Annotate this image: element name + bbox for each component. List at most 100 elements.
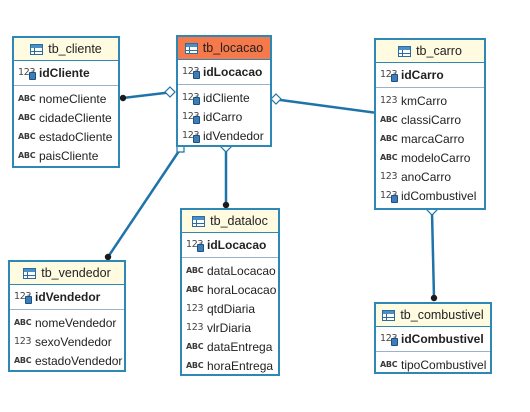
entity-header: tb_locacao (178, 37, 270, 60)
pk-column[interactable]: 123 idLocacao (182, 235, 278, 254)
text-column-icon: ABC (186, 285, 204, 294)
column-name: idCombustivel (401, 331, 484, 346)
column-name: dataLocacao (207, 263, 276, 278)
column-name: modeloCarro (401, 150, 471, 165)
key-icon: 123 (380, 333, 398, 346)
column-name: kmCarro (401, 93, 448, 108)
numeric-column-icon: 123 (186, 322, 204, 333)
entity-title: tb_vendedor (41, 266, 111, 280)
key-icon: 123 (14, 291, 32, 304)
entity-header: tb_vendedor (10, 262, 124, 285)
text-column-icon: ABC (14, 356, 32, 365)
pk-column[interactable]: 123 idCliente (14, 63, 118, 82)
key-icon: 123 (182, 92, 200, 105)
key-icon: 123 (182, 130, 200, 143)
pk-column[interactable]: 123 idVendedor (10, 287, 124, 306)
numeric-column-icon: 123 (380, 95, 398, 106)
fk-carro-combustivel[interactable] (430, 211, 436, 299)
key-icon: 123 (380, 190, 398, 203)
column-name: idCarro (203, 109, 243, 124)
entity-title: tb_dataloc (210, 214, 268, 228)
primary-key-section: 123 idCombustivel (376, 327, 490, 352)
pk-column[interactable]: 123 idCarro (376, 65, 484, 84)
column-name: horaEntrega (207, 358, 274, 373)
entity-header: tb_dataloc (182, 210, 278, 233)
column-name: estadoCliente (39, 129, 113, 144)
text-column-icon: ABC (18, 94, 36, 103)
connector-end-dot (119, 94, 127, 102)
text-column-icon: ABC (186, 342, 204, 351)
column-name: idLocacao (207, 237, 267, 252)
primary-key-section: 123 idCarro (376, 63, 484, 88)
column-name: idCombustivel (401, 188, 477, 203)
entity-title: tb_cliente (48, 42, 102, 56)
column-name: cidadeCliente (39, 110, 112, 125)
text-column-icon: ABC (18, 132, 36, 141)
numeric-column-icon: 123 (14, 336, 32, 347)
connector-end-diamond (270, 93, 282, 105)
key-icon: 123 (380, 69, 398, 82)
column-name: qtdDiaria (207, 301, 256, 316)
primary-key-section: 123 idLocacao (182, 233, 278, 258)
column-name: horaLocacao (207, 282, 277, 297)
fk-locacao-cliente[interactable] (122, 90, 174, 100)
text-column-icon: ABC (18, 113, 36, 122)
key-icon: 123 (182, 66, 200, 79)
column-name: idCarro (401, 67, 444, 82)
fk-locacao-carro[interactable] (272, 97, 393, 117)
text-column-icon: ABC (186, 361, 204, 370)
connector-end-dot (222, 201, 230, 209)
pk-column[interactable]: 123 idLocacao (178, 62, 270, 81)
column-name: vlrDiaria (207, 320, 252, 335)
connector-end-diamond (164, 86, 176, 98)
fk-locacao-vendedor[interactable] (106, 147, 183, 258)
text-column-icon: ABC (186, 266, 204, 275)
text-column-icon: ABC (18, 151, 36, 160)
column-name: tipoCombustivel (401, 357, 487, 372)
column-name: anoCarro (401, 169, 452, 184)
table-icon (398, 45, 412, 57)
table-icon (192, 215, 206, 227)
column-name: idCliente (39, 65, 90, 80)
column-name: sexoVendedor (35, 334, 112, 349)
text-column-icon: ABC (380, 134, 398, 143)
column-name: estadoVendedor (35, 353, 123, 368)
pk-column[interactable]: 123 idCombustivel (376, 329, 490, 348)
table-icon (382, 309, 396, 321)
key-icon: 123 (182, 111, 200, 124)
